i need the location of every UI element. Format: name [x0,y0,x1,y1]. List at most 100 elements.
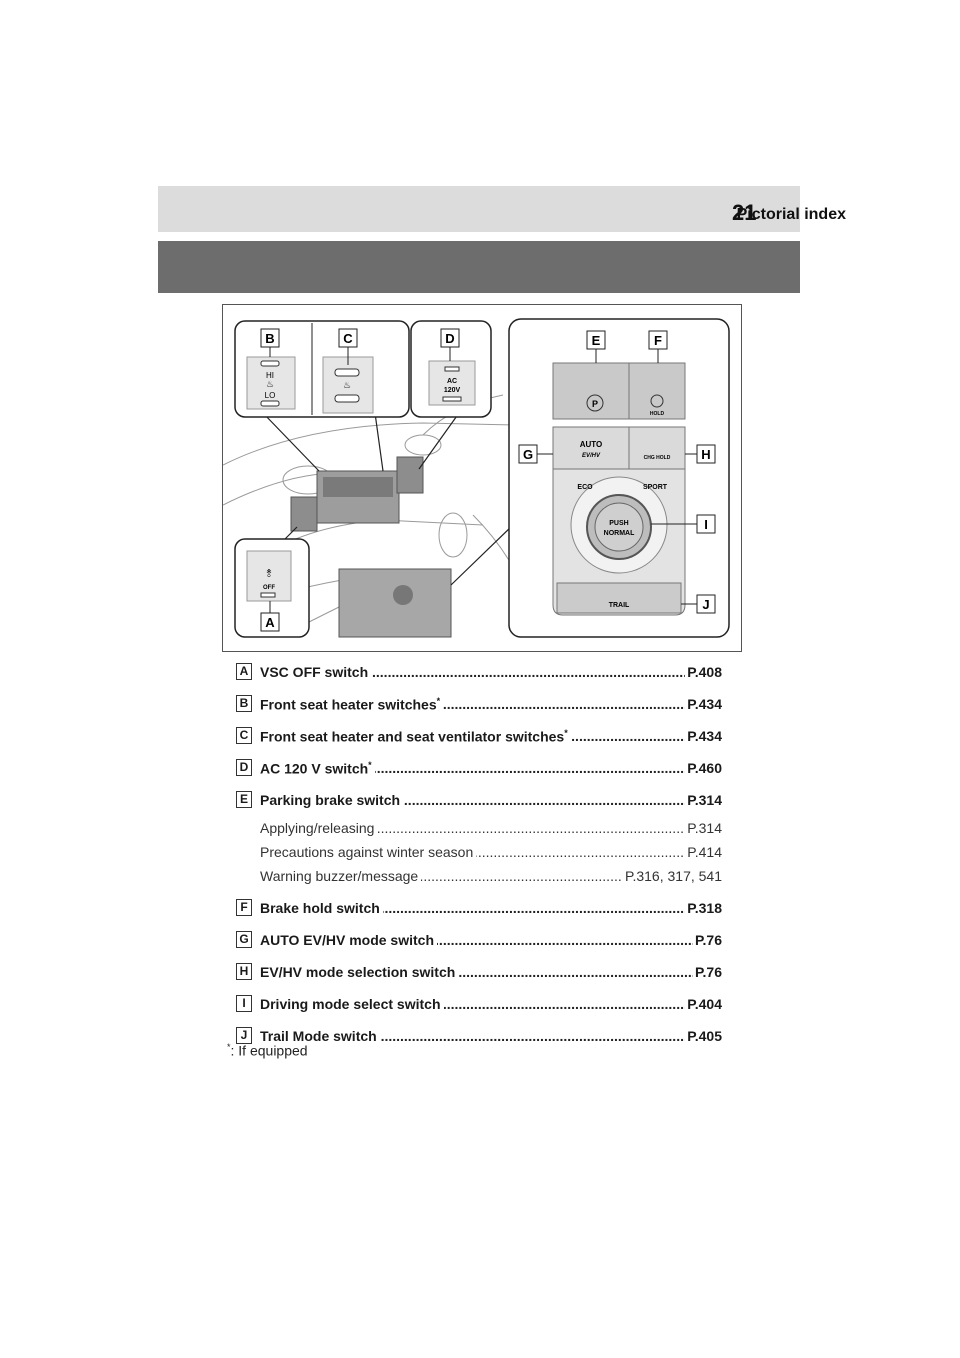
sub-entry-page[interactable]: P.314 [685,820,722,836]
footnote-mark: * [227,1042,231,1052]
svg-text:E: E [592,333,601,348]
display-panel [323,477,393,497]
entry-c: C ......................................… [236,724,726,756]
figure-illustration: H I ♨ LO ♨ B C AC 120V D ⥉ OFF A [223,318,730,638]
footnote-text: : If equipped [230,1042,308,1059]
entry-title: VSC OFF switch [260,664,372,680]
page-number: 21 [732,200,757,225]
sub-entry-title: Precautions against winter season [260,844,477,860]
sub-entry: ........................................… [236,844,726,868]
entry-title: Brake hold switch [260,900,383,916]
push-label: PUSH [609,520,628,527]
entry-page[interactable]: P.318 [685,900,722,916]
entry-page[interactable]: P.76 [693,964,722,980]
hold-label: HOLD [650,411,665,417]
leader-dots: ........................................… [260,760,722,776]
svg-text:G: G [523,447,533,462]
entry-page[interactable]: P.434 [685,696,722,712]
normal-label: NORMAL [604,530,635,537]
entry-letter: D [236,759,252,776]
entry-page[interactable]: P.405 [685,1028,722,1044]
brake-hold-switch [628,362,686,420]
sport-label: SPORT [643,484,668,491]
entry-title: EV/HV mode selection switch [260,964,459,980]
sub-entry-title: Applying/releasing [260,820,378,836]
entry-letter: I [236,995,252,1012]
footnote: *: If equipped [227,1042,308,1059]
entry-page[interactable]: P.404 [685,996,722,1012]
vsc-icon: ⥉ [266,568,271,580]
entry-b: B ......................................… [236,692,726,724]
svg-text:D: D [445,331,454,346]
chg-hold-label: CHG HOLD [644,455,671,461]
entry-d: D ......................................… [236,756,726,788]
entry-letter: C [236,727,252,744]
sub-entry: ........................................… [236,820,726,844]
entry-letter: H [236,963,252,980]
section-band [158,241,800,293]
entry-letter: A [236,663,252,680]
trail-label: TRAIL [609,602,630,609]
parking-brake-switch [552,362,630,420]
svg-text:F: F [654,333,662,348]
entry-title: Driving mode select switch [260,996,444,1012]
mode-switch-area [338,568,452,638]
mode-dial-small [393,585,413,605]
entry-title: Parking brake switch [260,792,404,808]
svg-text:J: J [702,597,709,612]
entry-title: AUTO EV/HV mode switch [260,932,437,948]
header-bar [158,186,800,232]
leader-dots: VSC OFF switch .........................… [372,664,722,680]
entry-page[interactable]: P.76 [693,932,722,948]
entry-page[interactable]: P.408 [685,664,722,680]
auto-ev-hv-switch [552,426,630,470]
entry-j: J ......................................… [236,1024,726,1056]
vsc-switch-area [290,496,318,532]
pictorial-figure: H I ♨ LO ♨ B C AC 120V D ⥉ OFF A [222,304,742,652]
sub-entry: ........................................… [236,868,726,896]
entry-title: Front seat heater switches* [260,696,444,713]
off-label: OFF [263,585,275,591]
seat-ventilator-switch [322,356,374,414]
entry-a: A VSC OFF switch .......................… [236,660,726,692]
entry-page[interactable]: P.434 [685,728,722,744]
seat-icon: ♨ [266,379,274,389]
index-entries: A VSC OFF switch .......................… [236,660,726,1056]
svg-text:A: A [265,615,275,630]
eco-label: ECO [577,484,593,491]
section-title: Pictorial index [736,206,846,223]
svg-text:H: H [701,447,710,462]
entry-e: E ......................................… [236,788,726,820]
ac-outlet-area [396,456,424,494]
entry-h: H ......................................… [236,960,726,992]
seat-fan-icon: ♨ [343,380,351,390]
equipped-asterisk: * [564,728,568,738]
entry-letter: G [236,931,252,948]
entry-title: Trail Mode switch [260,1028,380,1044]
equipped-asterisk: * [368,760,372,770]
entry-title: Front seat heater and seat ventilator sw… [260,728,571,745]
entry-f: F ......................................… [236,896,726,928]
trail-switch [556,582,682,614]
entry-letter: E [236,791,252,808]
svg-text:C: C [343,331,353,346]
auto-label: AUTO [580,440,603,449]
entry-i: I ......................................… [236,992,726,1024]
v120-label: 120V [444,387,461,394]
entry-g: G ......................................… [236,928,726,960]
svg-text:I: I [704,517,708,532]
lo-label: LO [265,391,276,400]
ac-label: AC [447,378,457,385]
entry-page[interactable]: P.460 [685,760,722,776]
entry-letter: F [236,899,252,916]
entry-page[interactable]: P.314 [685,792,722,808]
svg-text:B: B [265,331,274,346]
entry-letter: B [236,695,252,712]
parking-p-icon: P [592,399,598,409]
sub-entry-page[interactable]: P.414 [685,844,722,860]
ev-hv-selection-switch [628,426,686,470]
equipped-asterisk: * [436,696,441,706]
sub-entry-title: Warning buzzer/message [260,868,422,884]
sub-entry-page[interactable]: P.316, 317, 541 [622,868,722,884]
evhv-label: EV/HV [582,453,601,459]
